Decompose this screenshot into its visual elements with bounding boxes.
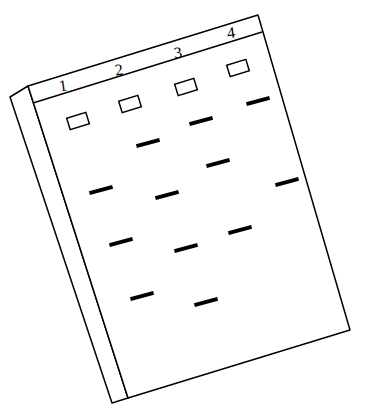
dna-band xyxy=(155,192,178,198)
well xyxy=(67,112,90,129)
dna-band xyxy=(189,118,212,124)
dna-band xyxy=(228,227,251,233)
dna-band xyxy=(174,245,197,251)
well xyxy=(227,59,250,76)
dna-band xyxy=(89,187,112,193)
wells xyxy=(67,59,250,129)
dna-band xyxy=(130,293,153,299)
dna-band xyxy=(136,140,159,146)
bands xyxy=(89,98,298,305)
well xyxy=(119,95,142,112)
gel-front-face xyxy=(28,15,350,398)
dna-band xyxy=(194,299,217,305)
comb-strip-line xyxy=(33,32,262,103)
dna-band xyxy=(206,160,229,166)
dna-band xyxy=(246,98,269,104)
dna-band xyxy=(109,239,132,245)
well xyxy=(175,78,198,95)
dna-band xyxy=(275,179,298,185)
